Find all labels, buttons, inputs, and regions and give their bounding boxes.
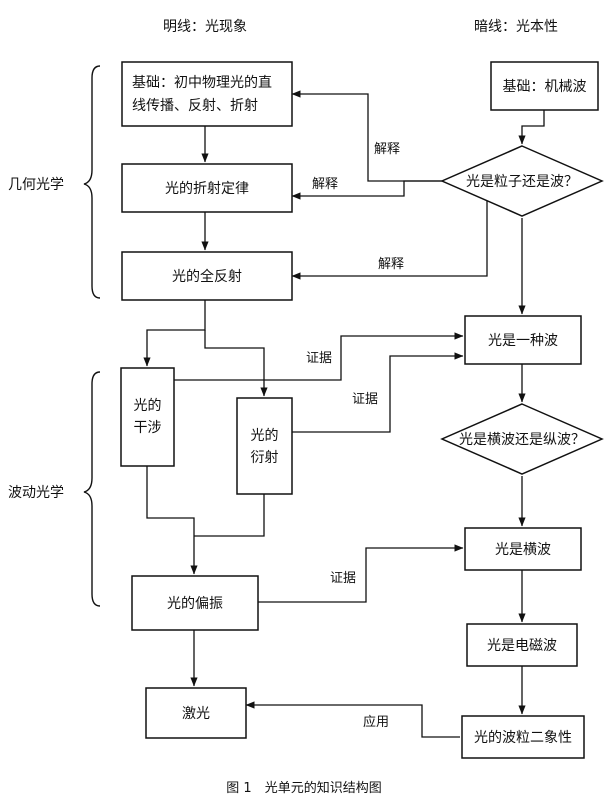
group-label-wave-optics: 波动光学: [8, 485, 64, 501]
node-diffraction: 光的 衍射: [236, 397, 293, 495]
svg-text:光是横波: 光是横波: [495, 542, 551, 558]
edge-total-reflection-to-diffraction: [204, 330, 268, 397]
svg-text:光是粒子还是波？: 光是粒子还是波？: [466, 174, 578, 190]
edge-evidence-diffraction: [292, 352, 464, 433]
svg-text:光的: 光的: [251, 428, 279, 444]
svg-text:激光: 激光: [182, 705, 210, 722]
svg-text:光是横波还是纵波？: 光是横波还是纵波？: [459, 432, 585, 448]
node-total-reflection: 光的全反射: [121, 251, 293, 301]
group-label-geometric-optics: 几何光学: [8, 177, 64, 193]
node-basics-mechanical-wave: 基础：机械波: [490, 61, 599, 111]
edge-mechanical-wave-to-question: [518, 110, 545, 145]
svg-text:基础：机械波: 基础：机械波: [503, 78, 587, 95]
node-transverse-or-longitudinal-question: 光是横波还是纵波？: [440, 403, 604, 475]
node-laser: 激光: [145, 687, 247, 739]
svg-text:光的偏振: 光的偏振: [167, 596, 223, 612]
edge-label-evidence-1: 证据: [306, 351, 332, 366]
brace-wave-optics: [83, 371, 101, 607]
node-particle-or-wave-question: 光是粒子还是波？: [440, 145, 604, 217]
edge-evidence-polarization: [258, 544, 464, 603]
svg-text:光的折射定律: 光的折射定律: [165, 181, 249, 197]
edge-label-evidence-3: 证据: [330, 571, 356, 586]
edge-explain-basics: [291, 90, 442, 182]
edge-label-evidence-2: 证据: [352, 392, 378, 407]
svg-text:光是一种波: 光是一种波: [488, 333, 558, 349]
svg-text:光的全反射: 光的全反射: [172, 268, 242, 285]
edge-application-laser: [245, 701, 460, 738]
header-dark-line: 暗线：光本性: [474, 19, 558, 35]
svg-text:线传播、反射、折射: 线传播、反射、折射: [132, 98, 258, 114]
edge-label-explain-1: 解释: [374, 142, 400, 157]
header-bright-line: 明线：光现象: [163, 19, 247, 35]
svg-text:光的: 光的: [134, 398, 162, 414]
edge-total-reflection-to-interference: [143, 300, 206, 367]
svg-text:衍射: 衍射: [251, 450, 279, 466]
node-polarization: 光的偏振: [131, 575, 259, 631]
figure-caption: 图 1 光单元的知识结构图: [226, 780, 381, 796]
node-basics-junior-physics: 基础：初中物理光的直 线传播、反射、折射: [121, 61, 293, 127]
edge-label-application: 应用: [363, 714, 389, 730]
node-light-is-transverse: 光是横波: [464, 527, 582, 571]
node-light-is-a-wave: 光是一种波: [464, 315, 582, 365]
svg-text:光的波粒二象性: 光的波粒二象性: [474, 730, 572, 746]
svg-text:光是电磁波: 光是电磁波: [487, 638, 557, 654]
node-light-is-em-wave: 光是电磁波: [466, 623, 578, 667]
edge-interference-to-polarization: [146, 466, 198, 575]
node-interference: 光的 干涉: [120, 367, 175, 467]
edge-explain-total-reflection: [291, 200, 488, 280]
edge-evidence-interference: [174, 332, 464, 381]
edge-diffraction-to-polarization: [194, 494, 265, 537]
svg-text:基础：初中物理光的直: 基础：初中物理光的直: [132, 74, 272, 91]
edge-label-explain-2: 解释: [312, 177, 338, 192]
node-refraction-law: 光的折射定律: [121, 163, 293, 213]
svg-text:干涉: 干涉: [134, 420, 162, 436]
edge-explain-refraction: [291, 180, 442, 200]
brace-geometric-optics: [83, 65, 101, 299]
node-wave-particle-duality: 光的波粒二象性: [461, 715, 585, 759]
edge-label-explain-3: 解释: [378, 257, 404, 272]
